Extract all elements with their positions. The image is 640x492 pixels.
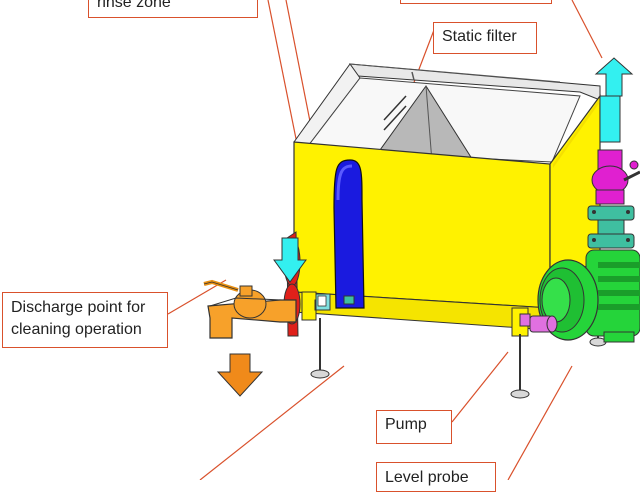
label-top-right-box xyxy=(400,0,552,4)
outlet-flanges xyxy=(587,205,635,249)
label-level-probe: Level probe xyxy=(376,462,496,492)
equipment-illustration xyxy=(167,0,640,481)
outlet-valve xyxy=(591,149,640,205)
label-discharge-text: Discharge point for cleaning operation xyxy=(11,299,146,338)
callout-line-bottom-left xyxy=(199,365,345,481)
label-static-filter: Static filter xyxy=(433,22,537,54)
label-level-probe-text: Level probe xyxy=(385,469,469,486)
callout-line-level-probe xyxy=(507,365,573,481)
callout-line-top-right xyxy=(571,0,603,59)
label-rinse-zone-text: rinse zone xyxy=(97,0,171,11)
inlet-down-pipe xyxy=(333,159,365,309)
tank-foot-front-left xyxy=(301,291,317,321)
discharge-valve xyxy=(203,279,297,339)
label-discharge-point: Discharge point for cleaning operation xyxy=(2,292,168,348)
discharge-down-arrow xyxy=(216,353,264,397)
rinse-zone-down-arrow xyxy=(273,237,307,283)
label-static-filter-text: Static filter xyxy=(442,28,517,45)
label-pump-text: Pump xyxy=(385,416,427,433)
tank-front-face xyxy=(293,141,551,309)
label-pump: Pump xyxy=(376,410,452,444)
callout-line-discharge xyxy=(167,279,227,315)
diagram-canvas xyxy=(167,0,640,481)
callout-line-pump xyxy=(451,351,509,423)
outlet-up-arrow-shaft xyxy=(599,95,621,143)
outlet-up-arrow-head xyxy=(594,57,634,97)
static-filter-handle xyxy=(383,95,407,121)
level-probe-fitting xyxy=(519,313,558,333)
label-rinse-zone: rinse zone xyxy=(88,0,258,18)
